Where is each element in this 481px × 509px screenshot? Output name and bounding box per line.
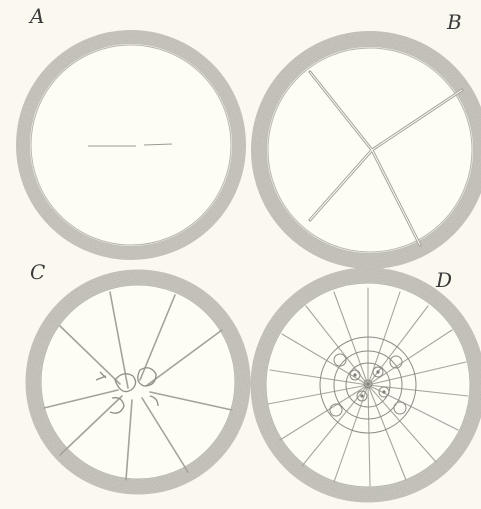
panel-label-c: C bbox=[30, 260, 45, 284]
panel-label-a: A bbox=[30, 4, 44, 28]
panel-b-circle bbox=[259, 39, 481, 261]
panel-a-circle bbox=[23, 37, 239, 253]
panel-d-circle bbox=[258, 275, 478, 495]
panel-c-circle bbox=[33, 277, 243, 487]
panel-label-b: B bbox=[447, 10, 462, 34]
panel-label-d: D bbox=[436, 268, 452, 292]
